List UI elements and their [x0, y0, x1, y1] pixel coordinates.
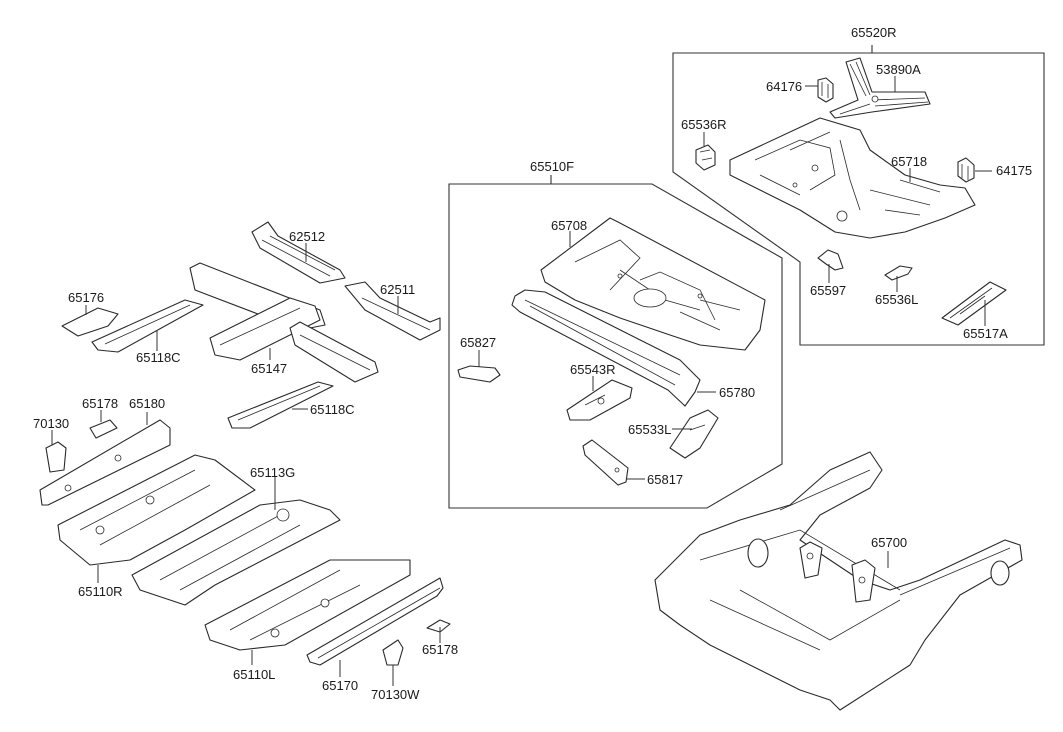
part-65817[interactable] — [582, 439, 629, 486]
part-65178-upper[interactable] — [89, 419, 118, 439]
label-65543R: 65543R — [570, 362, 616, 377]
label-65517A: 65517A — [963, 326, 1008, 341]
label-65118C-upper: 65118C — [136, 350, 181, 365]
label-65118C-lower: 65118C — [310, 402, 355, 417]
part-65708[interactable] — [540, 217, 766, 351]
label-65718: 65718 — [891, 154, 928, 169]
part-65170[interactable] — [306, 577, 444, 666]
label-64176: 64176 — [766, 79, 803, 94]
label-62511: 62511 — [380, 282, 416, 297]
part-65147[interactable] — [189, 262, 379, 383]
label-65597: 65597 — [810, 283, 847, 298]
label-65536R: 65536R — [681, 117, 727, 132]
part-65718[interactable] — [729, 117, 976, 239]
label-65110R: 65110R — [78, 584, 123, 599]
label-65178-upper: 65178 — [82, 396, 119, 411]
label-65827: 65827 — [460, 335, 497, 350]
label-65520R: 65520R — [851, 25, 897, 40]
label-65510F: 65510F — [530, 159, 575, 174]
part-65113G[interactable] — [131, 499, 341, 606]
part-62511[interactable] — [344, 281, 441, 341]
label-65533L: 65533L — [628, 422, 672, 437]
part-65780[interactable] — [511, 289, 701, 407]
part-65700[interactable] — [654, 451, 1023, 711]
part-53890A[interactable] — [829, 57, 931, 119]
label-65147: 65147 — [251, 361, 288, 376]
part-65543R[interactable] — [566, 379, 633, 421]
part-65110L[interactable] — [204, 559, 411, 651]
label-70130W: 70130W — [371, 687, 420, 702]
part-65597[interactable] — [817, 249, 844, 271]
label-65817: 65817 — [647, 472, 684, 487]
part-65118C-lower[interactable] — [227, 381, 334, 429]
label-65780: 65780 — [719, 385, 756, 400]
part-65517A[interactable] — [941, 281, 1007, 326]
part-70130W[interactable] — [382, 639, 404, 666]
part-64176[interactable] — [817, 77, 834, 103]
part-65533L[interactable] — [669, 409, 719, 459]
label-65708: 65708 — [551, 218, 588, 233]
part-70130[interactable] — [45, 441, 67, 473]
part-64175[interactable] — [957, 157, 975, 183]
part-65536L[interactable] — [884, 265, 913, 281]
label-65176: 65176 — [68, 290, 105, 305]
label-64175: 64175 — [996, 163, 1033, 178]
part-65827[interactable] — [457, 365, 501, 383]
part-65180[interactable] — [39, 419, 171, 506]
part-65178-lower[interactable] — [426, 619, 451, 633]
label-65110L: 65110L — [233, 667, 276, 682]
label-65536L: 65536L — [875, 292, 919, 307]
label-65180: 65180 — [129, 396, 166, 411]
label-65700: 65700 — [871, 535, 908, 550]
group-outline-65510F — [448, 175, 783, 509]
label-65113G: 65113G — [250, 465, 296, 480]
part-62512[interactable] — [251, 221, 346, 284]
part-65118C-upper[interactable] — [91, 299, 204, 353]
label-53890A: 53890A — [876, 62, 921, 77]
label-65170: 65170 — [322, 678, 359, 693]
label-70130: 70130 — [33, 416, 70, 431]
part-65110R[interactable] — [57, 454, 256, 566]
part-65536R[interactable] — [695, 144, 716, 171]
label-65178-lower: 65178 — [422, 642, 459, 657]
label-62512: 62512 — [289, 229, 326, 244]
part-65176[interactable] — [61, 307, 119, 337]
group-outline-65520R — [672, 45, 1045, 346]
